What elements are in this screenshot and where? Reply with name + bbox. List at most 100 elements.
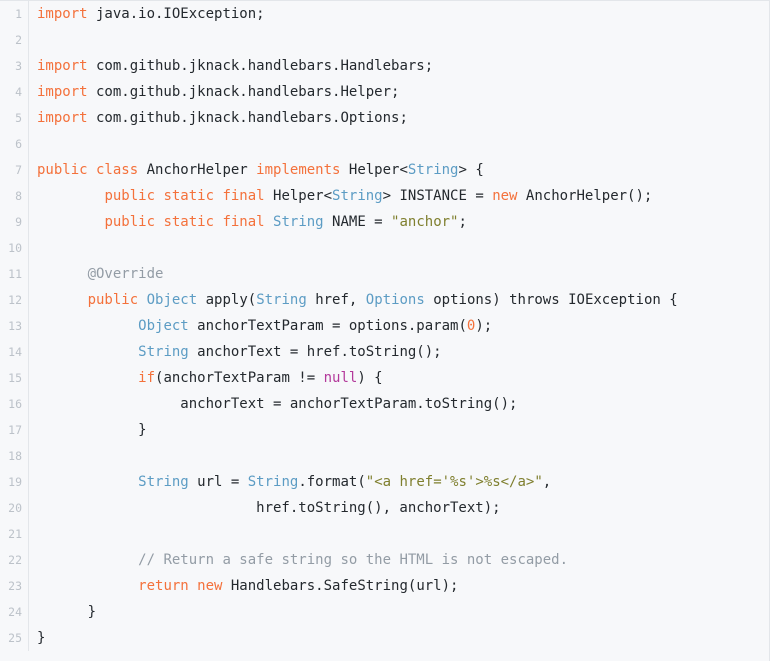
token-plain: > {	[458, 162, 484, 178]
code-line-content[interactable]: anchorText = anchorTextParam.toString();	[28, 391, 769, 417]
code-line-content[interactable]: String url = String.format("<a href='%s'…	[28, 469, 769, 495]
token-plain: anchorText = href.toString();	[188, 344, 442, 360]
token-plain	[37, 266, 88, 282]
line-number: 16	[0, 391, 29, 417]
line-number: 20	[0, 495, 29, 521]
code-line: 23 return new Handlebars.SafeString(url)…	[0, 573, 769, 599]
code-line-content[interactable]: }	[28, 417, 769, 443]
token-keyword: return new	[138, 578, 223, 594]
token-plain	[37, 318, 138, 334]
token-null-literal: null	[323, 370, 358, 386]
token-plain	[37, 578, 138, 594]
token-plain: java.io.IOException;	[87, 6, 265, 22]
token-plain	[37, 552, 138, 568]
token-plain: (anchorTextParam !=	[155, 370, 324, 386]
token-keyword: import	[37, 6, 88, 22]
token-plain	[37, 370, 138, 386]
code-line-content[interactable]	[28, 443, 769, 469]
token-plain: );	[475, 318, 493, 334]
code-line: 9 public static final String NAME = "anc…	[0, 209, 769, 235]
token-type: Object	[138, 318, 189, 334]
token-plain: }	[37, 422, 147, 438]
token-plain: ) {	[357, 370, 383, 386]
code-line-content[interactable]: if(anchorTextParam != null) {	[28, 365, 769, 391]
code-line: 24 }	[0, 599, 769, 625]
token-keyword: import	[37, 84, 88, 100]
token-keyword: import	[37, 110, 88, 126]
line-number: 7	[0, 157, 29, 183]
code-line-content[interactable]	[28, 27, 769, 53]
token-plain	[37, 344, 138, 360]
token-plain: anchorTextParam = options.param(	[188, 318, 467, 334]
token-keyword: public	[87, 292, 139, 308]
line-number: 4	[0, 79, 29, 105]
code-line-content[interactable]: public class AnchorHelper implements Hel…	[28, 157, 769, 183]
line-number: 13	[0, 313, 29, 339]
token-plain: com.github.jknack.handlebars.Helper;	[87, 84, 400, 100]
token-type: String	[138, 344, 189, 360]
line-number: 25	[0, 625, 29, 651]
token-string: "<a href='%s'>%s</a>"	[365, 474, 543, 490]
token-plain: url =	[188, 474, 248, 490]
code-line-content[interactable]: }	[28, 625, 769, 651]
token-plain: ,	[542, 474, 552, 490]
token-plain: AnchorHelper();	[517, 188, 653, 204]
line-number: 8	[0, 183, 29, 209]
code-line: 11 @Override	[0, 261, 769, 287]
line-number: 14	[0, 339, 29, 365]
token-plain: > INSTANCE =	[382, 188, 493, 204]
code-line-content[interactable]	[28, 521, 769, 547]
token-plain	[37, 474, 138, 490]
token-keyword: public static final	[104, 214, 265, 230]
code-line: 2	[0, 27, 769, 53]
line-number: 21	[0, 521, 29, 547]
token-keyword: implements	[256, 162, 341, 178]
code-line-content[interactable]: @Override	[28, 261, 769, 287]
token-plain	[37, 292, 88, 308]
code-line-content[interactable]: Object anchorTextParam = options.param(0…	[28, 313, 769, 339]
token-plain	[265, 214, 273, 230]
line-number: 5	[0, 105, 29, 131]
line-number: 17	[0, 417, 29, 443]
token-type: String	[256, 292, 307, 308]
code-line-content[interactable]: String anchorText = href.toString();	[28, 339, 769, 365]
line-number: 6	[0, 131, 29, 157]
token-type: String	[273, 214, 324, 230]
code-line-content[interactable]: return new Handlebars.SafeString(url);	[28, 573, 769, 599]
code-line-content[interactable]: public static final String NAME = "ancho…	[28, 209, 769, 235]
code-line-content[interactable]: href.toString(), anchorText);	[28, 495, 769, 521]
code-line: 12 public Object apply(String href, Opti…	[0, 287, 769, 313]
line-number: 11	[0, 261, 29, 287]
code-line: 17 }	[0, 417, 769, 443]
code-line: 15 if(anchorTextParam != null) {	[0, 365, 769, 391]
code-line: 19 String url = String.format("<a href='…	[0, 469, 769, 495]
code-line-content[interactable]: // Return a safe string so the HTML is n…	[28, 547, 769, 573]
token-type: Options	[365, 292, 425, 308]
code-line-content[interactable]: import java.io.IOException;	[28, 1, 769, 27]
code-line-content[interactable]: import com.github.jknack.handlebars.Hand…	[28, 53, 769, 79]
token-plain: com.github.jknack.handlebars.Handlebars;	[87, 58, 434, 74]
line-number: 9	[0, 209, 29, 235]
line-number: 15	[0, 365, 29, 391]
token-type: Object	[146, 292, 198, 308]
token-comment: // Return a safe string so the HTML is n…	[138, 552, 569, 568]
code-line-content[interactable]	[28, 235, 769, 261]
code-line-content[interactable]: public Object apply(String href, Options…	[28, 287, 769, 313]
code-line: 21	[0, 521, 769, 547]
code-line-content[interactable]: }	[28, 599, 769, 625]
code-line-content[interactable]: public static final Helper<String> INSTA…	[28, 183, 769, 209]
code-line-content[interactable]: import com.github.jknack.handlebars.Help…	[28, 79, 769, 105]
token-type: String	[332, 188, 383, 204]
token-plain: href,	[306, 292, 366, 308]
line-number: 3	[0, 53, 29, 79]
token-keyword: public class	[37, 162, 139, 178]
token-plain: ;	[458, 214, 467, 230]
code-line-content[interactable]: import com.github.jknack.handlebars.Opti…	[28, 105, 769, 131]
code-line: 18	[0, 443, 769, 469]
token-plain: NAME =	[323, 214, 392, 230]
code-line-content[interactable]	[28, 131, 769, 157]
